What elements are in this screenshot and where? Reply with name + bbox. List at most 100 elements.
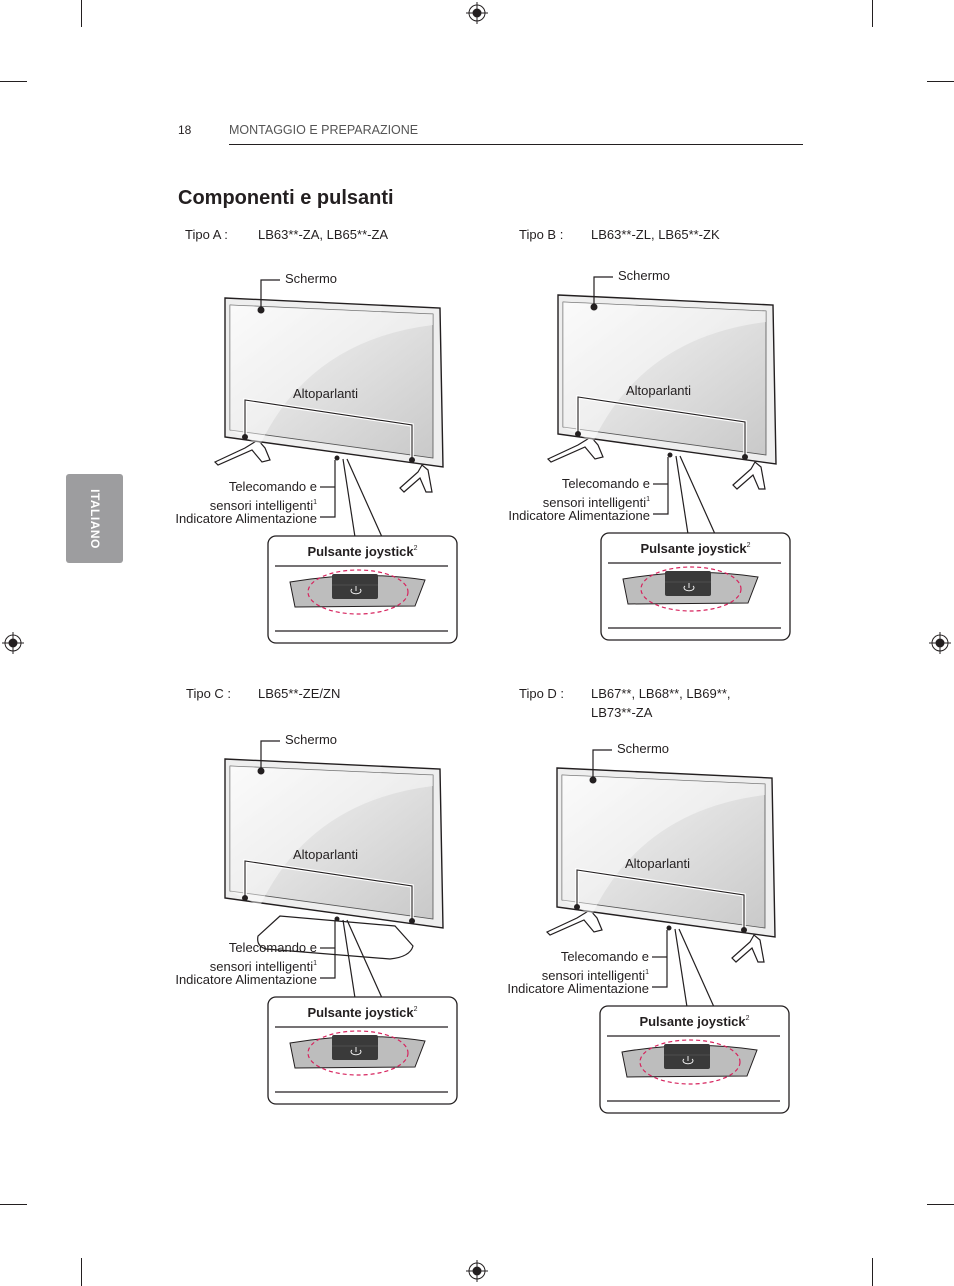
joystick-button [332,574,378,599]
screen-dot [257,767,265,775]
joystick-title-text: Pulsante joystick [307,1005,414,1020]
model-list-line2: LB73**-ZA [591,705,653,720]
joystick-highlight [307,569,409,615]
crop-mark [927,81,954,82]
power-indicator-label: Indicatore Alimentazione [507,981,649,996]
power-leader [652,930,668,988]
model-list: LB63**-ZL, LB65**-ZK [591,227,720,242]
power-leader [320,921,336,979]
power-icon [682,1058,694,1065]
footnote-1: 1 [645,969,649,976]
joystick-leader-right [679,455,716,535]
footnote-2: 2 [746,542,751,549]
footnote-2: 2 [413,1006,418,1013]
language-tab: ITALIANO [66,474,123,563]
type-label: Tipo D : [519,686,565,701]
speakers-label: Altoparlanti [293,386,359,401]
tv-diagram: Schermo Altoparlanti Telecomando e senso… [502,740,802,1120]
sensor-label-line2: sensori intelligenti1 [542,965,649,983]
sensor-label-line2: sensori intelligenti1 [210,956,317,974]
crop-mark [0,81,27,82]
speaker-left-dot [575,431,581,437]
speaker-right-dot [741,927,747,933]
footnote-1: 1 [646,496,650,503]
power-icon [350,1049,362,1056]
crop-mark [872,0,873,27]
screen-label: Schermo [285,732,338,747]
sensor-label-text: sensori intelligenti [542,495,647,510]
joystick-leader-right [346,458,383,538]
type-label: Tipo C : [186,686,232,701]
right-foot [731,934,765,963]
right-foot [399,464,433,493]
screen-dot [589,776,597,784]
page-title: Componenti e pulsanti [178,187,394,209]
power-indicator-label: Indicatore Alimentazione [175,511,317,526]
model-list: LB63**-ZA, LB65**-ZA [258,227,389,242]
joystick-title-text: Pulsante joystick [639,1014,746,1029]
power-indicator-label: Indicatore Alimentazione [508,508,650,523]
crop-mark [0,1204,27,1205]
screen-leader [260,279,280,310]
crop-mark [81,0,82,27]
joystick-title: Pulsante joystick2 [268,1005,457,1020]
crop-mark [81,1258,82,1286]
power-leader [653,457,669,515]
sensor-label-line1: Telecomando e [228,479,317,494]
sensor-label-line1: Telecomando e [561,476,650,491]
sensor-dot [334,916,340,922]
joystick-button [664,1044,710,1069]
sensor-label-line2: sensori intelligenti1 [543,492,650,510]
sensor-label-line1: Telecomando e [228,940,317,955]
speaker-left-dot [242,434,248,440]
right-foot [732,461,766,490]
screen-leader [260,740,280,771]
footnote-1: 1 [313,960,317,967]
joystick-leader-left [342,919,356,999]
power-leader [320,460,336,518]
power-icon [350,588,362,595]
tv-diagram: Schermo Altoparlanti Telecomando e senso… [170,731,470,1111]
joystick-leader-right [678,928,715,1008]
joystick-button [332,1035,378,1060]
screen-leader [592,749,612,780]
joystick-highlight [640,566,742,612]
left-foot [546,436,604,463]
speaker-bracket [244,399,413,460]
screen-leader [593,276,613,307]
power-indicator-label: Indicatore Alimentazione [175,972,317,987]
screen-label: Schermo [285,271,338,286]
crop-mark [927,1204,954,1205]
tv-illustration [224,740,458,1105]
joystick-highlight [639,1039,741,1085]
joystick-leader-left [674,928,688,1008]
joystick-highlight [307,1030,409,1076]
sensor-label-line1: Telecomando e [560,949,649,964]
sensor-dot [334,455,340,461]
tv-illustration [213,279,458,644]
type-label: Tipo B : [519,227,564,242]
joystick-title: Pulsante joystick2 [601,541,790,556]
joystick-title: Pulsante joystick2 [600,1014,789,1029]
screen-reflection [562,775,765,915]
section-title: MONTAGGIO E PREPARAZIONE [229,123,419,137]
screen-reflection [230,766,433,906]
joystick-leader-left [342,458,356,538]
speaker-bracket [577,396,746,457]
language-tab-label: ITALIANO [87,488,102,549]
sensor-label-text: sensori intelligenti [541,968,646,983]
model-list: LB67**, LB68**, LB69**, [591,686,731,701]
speakers-label: Altoparlanti [293,847,359,862]
screen-dot [590,303,598,311]
speaker-bracket [576,869,745,930]
screen-label: Schermo [617,741,670,756]
joystick-title: Pulsante joystick2 [268,544,457,559]
screen-reflection [230,305,433,445]
tv-diagram: Schermo Altoparlanti Telecomando e senso… [503,267,803,647]
sensor-label-text: sensori intelligenti [209,498,314,513]
sensor-label-text: sensori intelligenti [209,959,314,974]
footnote-2: 2 [745,1015,750,1022]
sensor-label-line2: sensori intelligenti1 [210,495,317,513]
joystick-leader-left [675,455,689,535]
page-number: 18 [178,123,192,137]
